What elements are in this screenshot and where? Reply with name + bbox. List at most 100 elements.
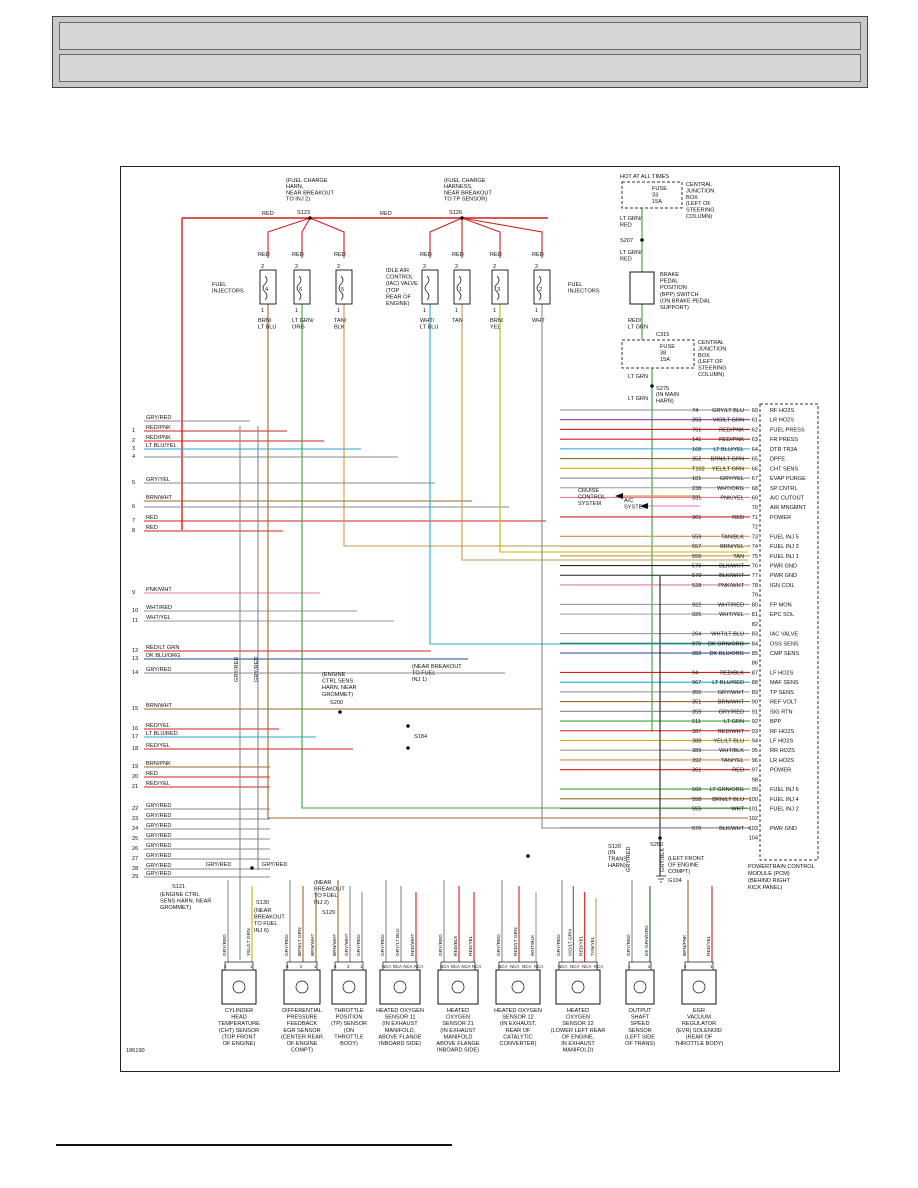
pcm-circuit: 970 [692,641,701,647]
sensor-name: MANIFOLD) [563,1048,594,1054]
fuse1-box-note: COLUMN) [686,214,712,220]
sensor-wire-label: WHT/BLK [530,934,536,956]
pcm-wire-color: GRY/RED [719,709,744,715]
pcm-pin-name: AIR MNGMNT [770,505,807,511]
pcm-pin: 72 [752,525,758,531]
splice-s121-note: SENS HARN, NEAR [160,899,211,905]
injector-body [259,269,277,305]
left-wire-label: GRY/RED [146,863,171,869]
sensor-name: SHAFT [631,1015,650,1021]
injector-route [541,318,748,829]
pcm-pin: 73 [752,534,758,540]
lt-grn-red-label: RED [620,223,632,229]
pcm-pin-name: LR HO2S [770,758,794,764]
sensor-wire-label: GRY/RED [626,934,632,956]
pcm-wire-color: RED/WHT [718,729,745,735]
left-wire-number: 15 [132,706,138,712]
injector-wire-label: LT GRN/ [292,318,314,324]
splice-s250-note: COMPT) [668,869,690,875]
pcm-circuit: 238 [692,486,701,492]
s184-dot-2 [406,746,410,750]
sensor-name: OF ENGINE [287,1041,318,1047]
lt-grn-red-label-2: RED [620,257,632,263]
fuel-injectors-left-label: INJECTORS [212,289,244,295]
injector-pin: 2 [423,264,426,270]
pcm-pin-name: DPFE [770,457,785,463]
left-wire-label: RED/PNK [146,435,171,441]
sensor-name: HEATED OXYGEN [494,1008,542,1014]
pcm-pin-name: FP MON [770,602,792,608]
pcm-pin-name: EVAP PURGE [770,476,806,482]
left-wire-label: RED/YEL [146,781,170,787]
injector-wire-label: WHT [532,318,545,324]
lt-grn-label-2: LT GRN [628,396,648,402]
sensor-name: SENSOR 11 [385,1015,416,1021]
pcm-pin: 77 [752,573,758,579]
fuse2-box-note: (LEFT OF [698,359,723,365]
pcm-circuit: 392 [692,758,701,764]
sensor-name: IN EXHAUST [561,1041,595,1047]
injector-route [461,318,748,561]
pcm-pin-name: LF HO2S [770,738,794,744]
sensor-name: INBOARD SIDE) [379,1041,421,1047]
pcm-pin: 100 [749,797,758,803]
pcm-wire-color: DK GRN/ORG [708,641,744,647]
sensor-name: (IN EXHAUST [440,1028,476,1034]
sensor-connector [382,961,418,971]
sensor-pin: NCA [534,964,543,969]
fuse2-box-note: BOX [698,353,710,359]
sensor-pin: NCA [440,964,449,969]
left-wire-number: 27 [132,856,138,862]
connector-c315: C315 [656,332,669,338]
left-wire-label: GRY/RED [146,803,171,809]
pcm-pin-name: RR HO2S [770,748,795,754]
splice-s126-dot [460,216,464,220]
injector-route [343,318,748,547]
splice-s129-note: BREAKOUT [314,887,345,893]
pcm-circuit: 264 [692,632,701,638]
pcm-wire-color: BLK/WHT [719,564,744,570]
sensor-pin: 2 [300,964,303,969]
injector-wire-label: BRN/ [258,318,272,324]
pcm-pin-name: IGN COIL [770,583,795,589]
injector-wire-label: ORG [292,325,305,331]
pcm-wire-color: GRY/LT BLU [712,408,744,414]
sensor-name: (CHT) SENSOR [219,1028,259,1034]
sensor-wire-label: BRN/LT GRN [297,927,303,956]
pcm-pin: 103 [749,826,758,832]
splice-s130-note: BREAKOUT [254,915,285,921]
splice-s129-note: TO FUEL [314,893,338,899]
fuse1-label: 33 [652,192,658,198]
pcm-pin: 91 [752,709,758,715]
pcm-pin-name: POWER [770,768,791,774]
hot-at-all-times: HOT AT ALL TIMES [620,174,669,180]
pcm-wire-color: WHT/YEL [719,612,744,618]
pcm-wire-color: GRY/WHT [718,690,745,696]
pcm-circuit: 570 [692,573,701,579]
injector-number: 3 [497,287,500,293]
injector-number: 6 [299,287,302,293]
pcm-pin: 69 [752,495,758,501]
left-wire-number: 6 [132,504,135,510]
pcm-wire-color: RED/BLK [720,670,744,676]
sensor-pin: NCA [558,964,567,969]
splice-s121: S121 [172,884,185,890]
pcm-wire-color: LT BLU/RED [712,680,744,686]
sensor-name: THROTTLE BODY) [675,1041,724,1047]
pcm-box [759,403,819,861]
pcm-pin-name: REF VOLT [770,700,798,706]
pcm-pin-name: POWER [770,515,791,521]
sensor-connector [558,961,598,971]
pcm-pin: 61 [752,418,758,424]
fuel-injectors-right-label: FUEL [568,282,582,288]
pcm-pin: 75 [752,554,758,560]
left-wire-number: 28 [132,866,138,872]
sensor-connector [286,961,318,971]
left-wire-label: BRN/WHT [146,703,173,709]
sensor-connector [628,961,652,971]
sensor-name: DIFFERENTIAL [282,1008,322,1014]
pcm-wire-color: RED/PNK [719,427,744,433]
pcm-wire-color: TAN [733,554,744,560]
injector-feed-label: RED [532,252,544,258]
pcm-circuit: 560 [692,787,701,793]
